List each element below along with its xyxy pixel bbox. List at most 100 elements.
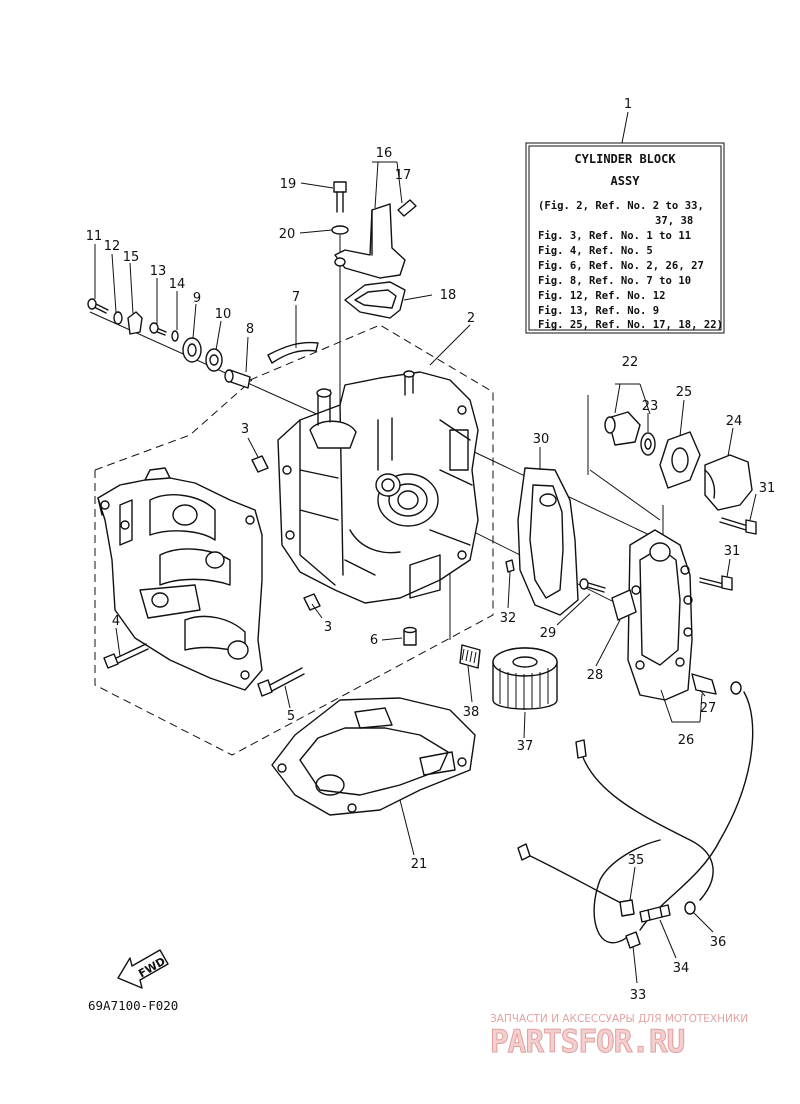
callout-6: 6: [370, 633, 378, 648]
callout-24: 24: [726, 414, 743, 429]
watermark: ЗАПЧАСТИ И АКСЕССУАРЫ ДЛЯ МОТОТЕХНИКИ PA…: [490, 1013, 749, 1061]
callout-5: 5: [287, 709, 295, 724]
legend-line: Fig. 8, Ref. No. 7 to 10: [538, 275, 691, 287]
assembly-boundaries: [94, 324, 494, 756]
bolt-13: [149, 322, 167, 336]
callout-35: 35: [628, 853, 645, 868]
bolt-31-upper: [719, 517, 757, 535]
callout-26: 26: [678, 733, 695, 748]
dowel-3-lower: [303, 593, 321, 611]
callout-2: 2: [467, 311, 475, 326]
callout-numbers: 1 2 3 3 4 5 6 7 8 9 10 11 12 13 14 15 16…: [86, 97, 776, 1003]
leader-lines: [94, 111, 757, 984]
hose-7: [267, 341, 319, 364]
bolt-29: [579, 578, 606, 593]
sleeve-8: [224, 369, 251, 389]
bolt-19: [333, 181, 347, 213]
gasket-25: [659, 431, 701, 489]
hoses: [517, 691, 754, 944]
callout-4: 4: [112, 614, 120, 629]
joint-34: [639, 904, 671, 923]
callout-28: 28: [587, 668, 604, 683]
legend-title-line2: ASSY: [611, 174, 641, 188]
callout-30: 30: [533, 432, 550, 447]
gasket-30: [517, 467, 579, 616]
joint-35: [619, 899, 635, 917]
callout-23: 23: [642, 399, 659, 414]
bolt-31-lower: [699, 575, 733, 591]
crankcase: [97, 467, 263, 691]
gasket-23: [640, 432, 656, 456]
fitting-27: [691, 673, 742, 695]
callout-27: 27: [700, 701, 717, 716]
callout-13: 13: [150, 264, 167, 279]
bracket-15: [127, 311, 143, 335]
bolt-5: [257, 667, 305, 697]
washer-12: [113, 311, 123, 325]
seal-10: [205, 348, 223, 372]
legend-line: Fig. 4, Ref. No. 5: [538, 245, 653, 257]
callout-15: 15: [123, 250, 140, 265]
gasket-18: [344, 281, 406, 319]
watermark-tagline: ЗАПЧАСТИ И АКСЕССУАРЫ ДЛЯ МОТОТЕХНИКИ: [490, 1013, 748, 1025]
gasket-21: [271, 697, 476, 816]
fitting-16: [334, 203, 406, 279]
legend-line: Fig. 3, Ref. No. 1 to 11: [538, 230, 691, 242]
legend-box: CYLINDER BLOCK ASSY (Fig. 2, Ref. No. 2 …: [525, 142, 725, 334]
cover-26: [627, 529, 693, 701]
callout-10: 10: [215, 307, 232, 322]
clip-36: [684, 901, 696, 915]
legend-line: Fig. 6, Ref. No. 2, 26, 27: [538, 260, 704, 272]
callout-1: 1: [624, 97, 632, 112]
legend-line: 37, 38: [655, 215, 693, 227]
thermostat-22: [604, 411, 641, 446]
pin-32: [505, 559, 515, 573]
callout-36: 36: [710, 935, 727, 950]
callout-38: 38: [463, 705, 480, 720]
fwd-arrow-icon: FWD: [117, 949, 169, 989]
seal-9: [182, 337, 202, 363]
callout-34: 34: [673, 961, 690, 976]
callout-19: 19: [280, 177, 297, 192]
callout-9: 9: [193, 291, 201, 306]
watermark-brand: PARTSFOR.RU: [490, 1024, 685, 1060]
callout-37: 37: [517, 739, 534, 754]
callout-31-upper: 31: [759, 481, 776, 496]
hose-end-33: [625, 931, 641, 949]
callout-31-lower: 31: [724, 544, 741, 559]
washer-20: [331, 225, 349, 235]
plate-28: [611, 589, 637, 621]
cylinder-block: [277, 370, 479, 604]
legend-title-line1: CYLINDER BLOCK: [574, 152, 676, 166]
callout-22: 22: [622, 355, 639, 370]
callout-16: 16: [376, 146, 393, 161]
bolt-17: [397, 199, 417, 217]
legend-line: Fig. 12, Ref. No. 12: [538, 290, 666, 302]
callout-11: 11: [86, 229, 103, 244]
callout-17: 17: [395, 168, 412, 183]
callout-18: 18: [440, 288, 457, 303]
callout-3-upper: 3: [241, 422, 249, 437]
legend-line: (Fig. 2, Ref. No. 2 to 33,: [538, 200, 704, 212]
dowel-3-upper: [251, 455, 269, 473]
legend-line: Fig. 25, Ref. No. 17, 18, 22): [538, 319, 723, 331]
callout-32: 32: [500, 611, 517, 626]
legend-line: Fig. 13, Ref. No. 9: [538, 305, 659, 317]
callout-21: 21: [411, 857, 428, 872]
callout-14: 14: [169, 277, 186, 292]
washer-14: [171, 330, 179, 342]
callout-3-lower: 3: [324, 620, 332, 635]
callout-20: 20: [279, 227, 296, 242]
stud-38: [459, 644, 481, 669]
bolt-4: [103, 643, 149, 669]
callout-33: 33: [630, 988, 647, 1003]
cover-24: [704, 454, 753, 511]
callout-7: 7: [292, 290, 300, 305]
figure-code: 69A7100-F020: [88, 998, 178, 1013]
callout-12: 12: [104, 239, 121, 254]
sleeve-6: [403, 626, 417, 646]
callout-25: 25: [676, 385, 693, 400]
callout-29: 29: [540, 626, 557, 641]
bolt-11: [87, 298, 109, 314]
